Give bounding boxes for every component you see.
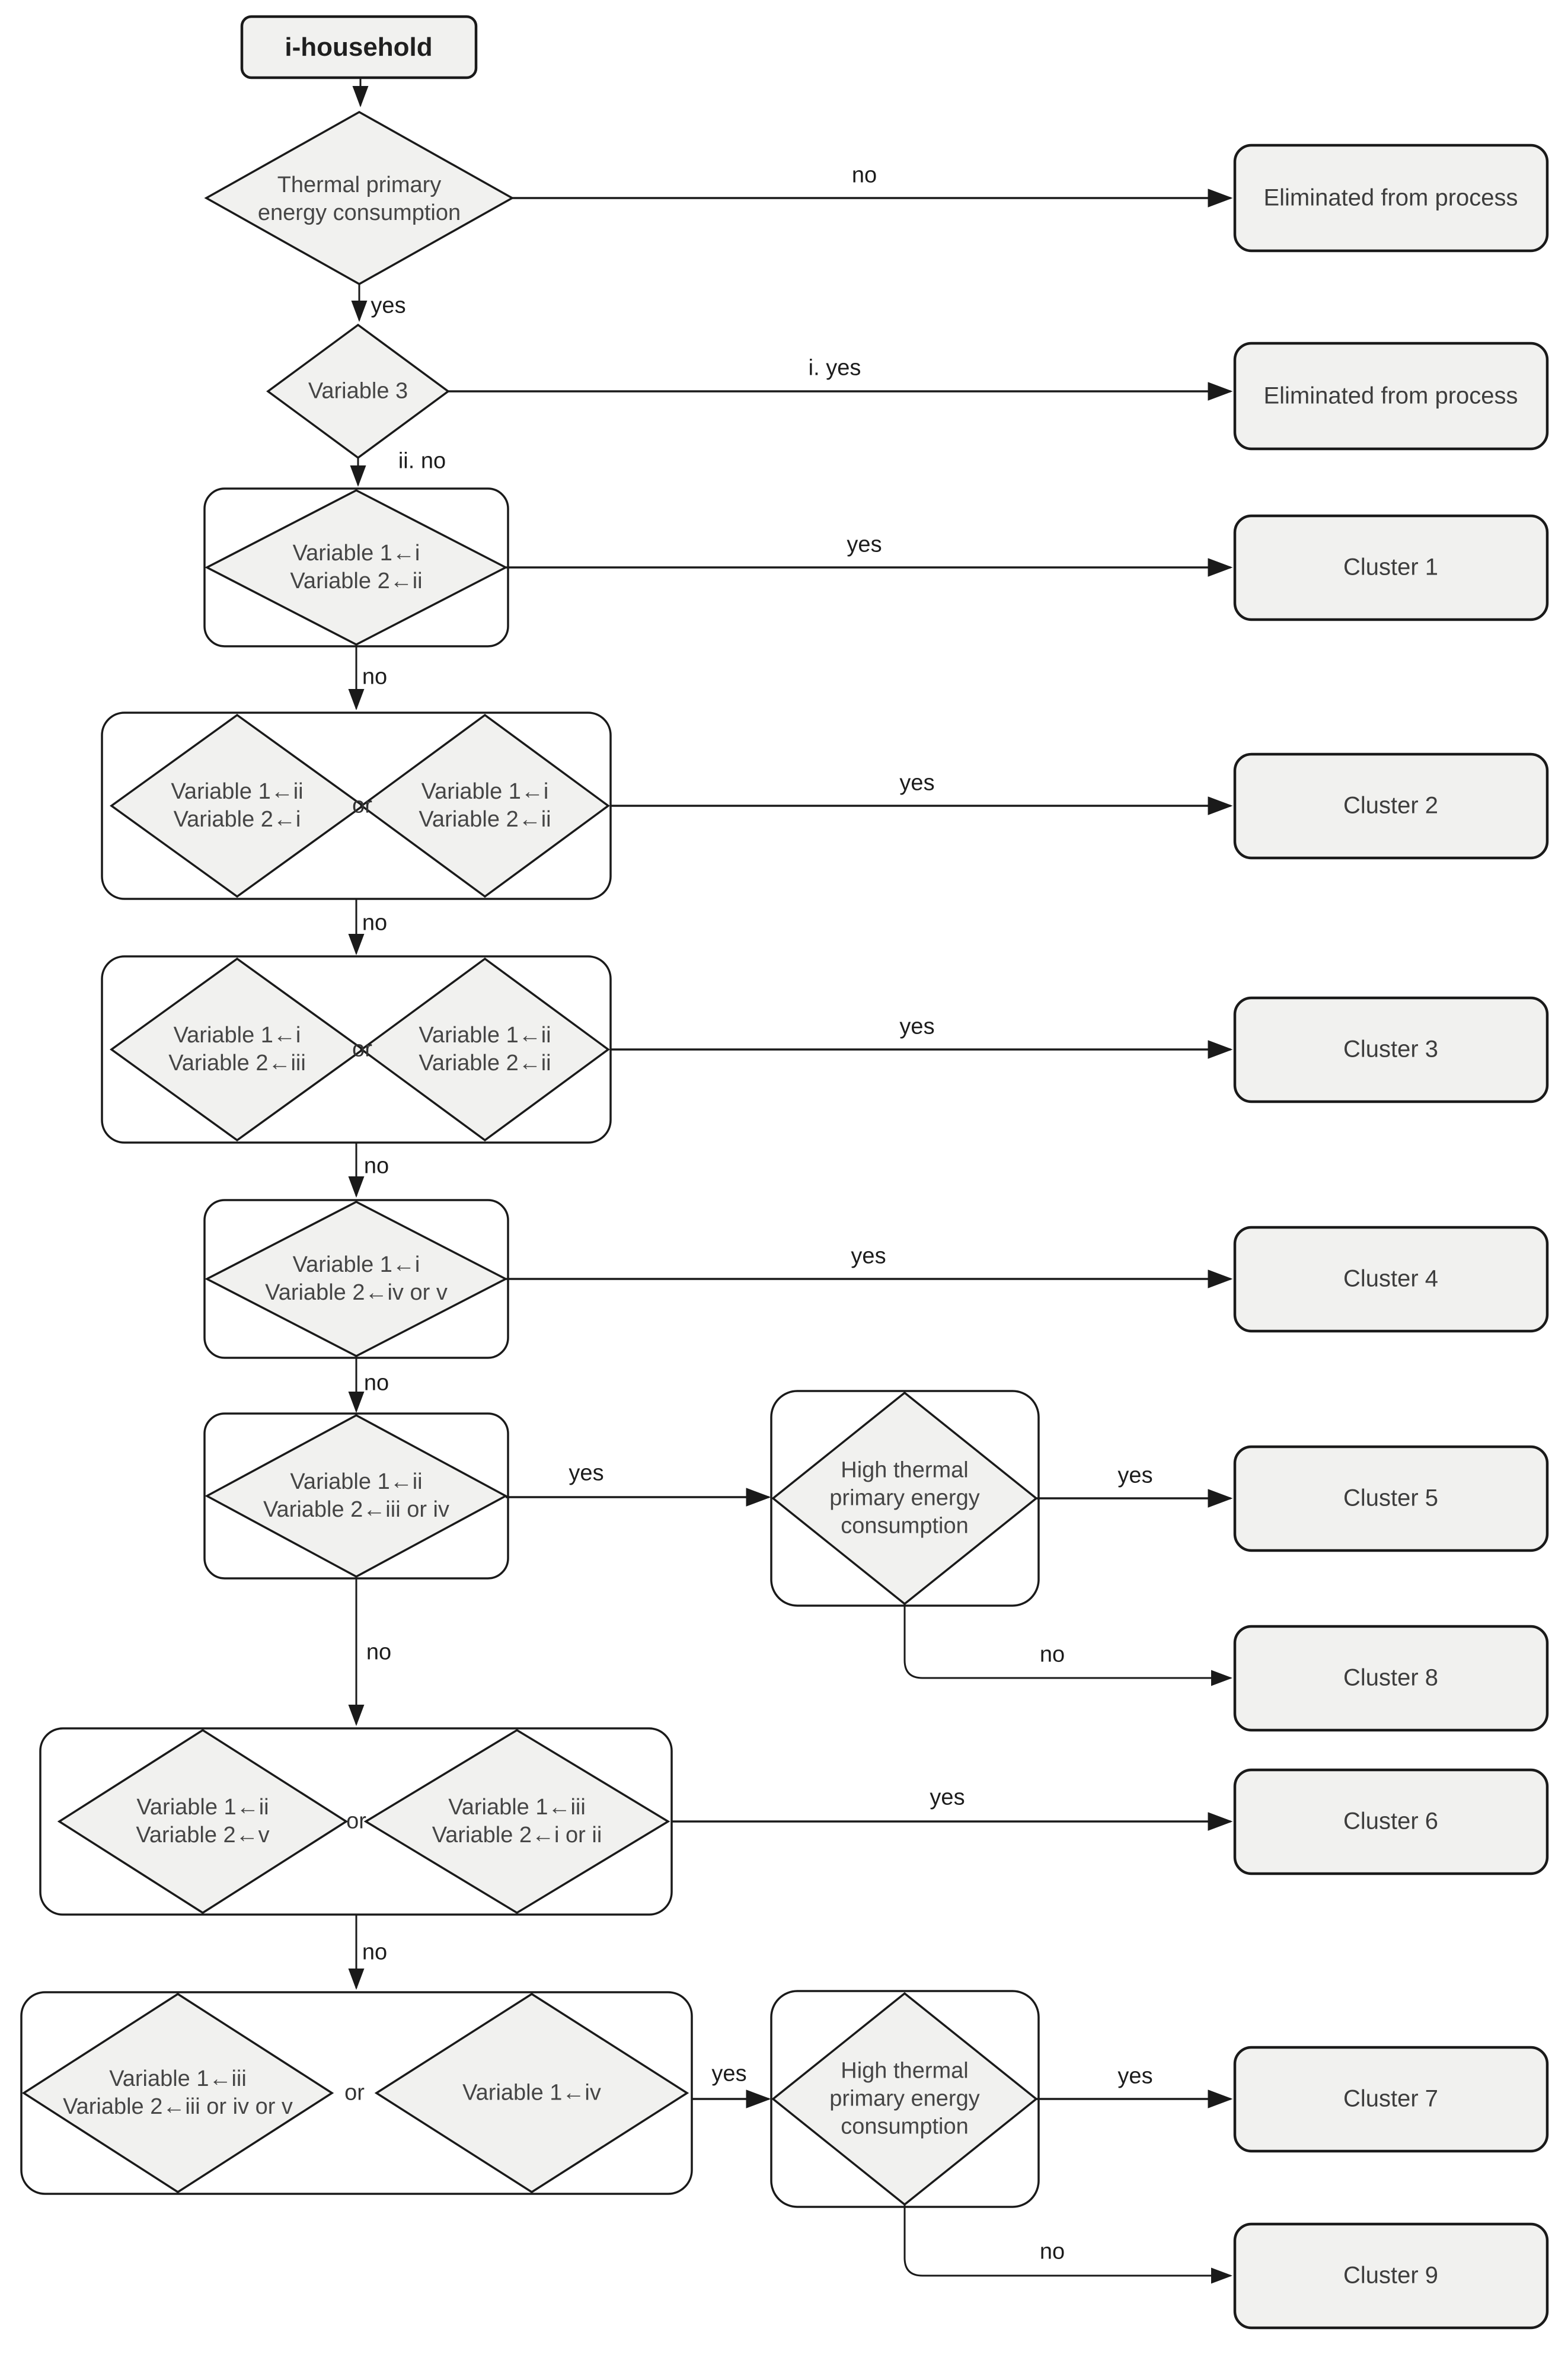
cluster5-label: Cluster 5 bbox=[1343, 1485, 1439, 1511]
edge-label-row3-no: no bbox=[363, 1153, 389, 1179]
decision-r3b bbox=[360, 957, 610, 1142]
edge-label-row7-yes: yes bbox=[711, 2061, 747, 2087]
cluster2-box bbox=[1233, 752, 1549, 860]
cluster3-label: Cluster 3 bbox=[1343, 1036, 1439, 1063]
edge-label-var3-yes: i. yes bbox=[808, 355, 861, 381]
edge-label-row4-no: no bbox=[363, 1370, 389, 1396]
edge-label-row3-yes: yes bbox=[899, 1014, 935, 1039]
decision-r3a-label: Variable 1←i Variable 2←iii bbox=[168, 1023, 306, 1076]
eliminated-box-1-label: Eliminated from process bbox=[1263, 184, 1518, 211]
cluster5-box bbox=[1233, 1445, 1549, 1552]
decision-r6a bbox=[57, 1728, 349, 1915]
decision-r1 bbox=[205, 489, 508, 646]
decision-r6b-label: Variable 1←iii Variable 2←i or ii bbox=[432, 1795, 602, 1848]
edge-label-ht2-yes: yes bbox=[1117, 2063, 1153, 2089]
decision-r4-label: Variable 1←i Variable 2←iv or v bbox=[265, 1252, 448, 1305]
eliminated-box-2-label: Eliminated from process bbox=[1263, 382, 1518, 409]
decision-r6b bbox=[363, 1728, 670, 1915]
edge-label-row6-yes: yes bbox=[930, 1785, 965, 1810]
edge-label-row2-yes: yes bbox=[899, 770, 935, 796]
edge-label-ht1-no: no bbox=[1039, 1642, 1065, 1667]
decision-r4 bbox=[205, 1201, 508, 1357]
cluster1-box bbox=[1233, 514, 1549, 621]
decision-r7a bbox=[21, 1992, 334, 2194]
decision-highthermal-2-label: High thermal primary energy consumption bbox=[829, 2058, 980, 2139]
start-node-label: i-household bbox=[285, 33, 433, 62]
cluster7-box bbox=[1233, 2046, 1549, 2153]
decision-var3 bbox=[266, 323, 450, 460]
edge-label-row2-no: no bbox=[362, 910, 388, 936]
edge-label-ht2-no: no bbox=[1039, 2239, 1065, 2264]
cluster4-label: Cluster 4 bbox=[1343, 1265, 1439, 1292]
cluster2-label: Cluster 2 bbox=[1343, 792, 1439, 819]
edge-label-row5-no: no bbox=[366, 1639, 392, 1665]
decision-highthermal-1 bbox=[771, 1391, 1038, 1606]
edge-label-row6-no: no bbox=[362, 1939, 388, 1965]
decision-r3a bbox=[110, 957, 365, 1142]
decision-r2b bbox=[360, 713, 610, 898]
start-node bbox=[240, 15, 478, 79]
cluster1-label: Cluster 1 bbox=[1343, 554, 1439, 580]
edge-label-ht1-yes: yes bbox=[1117, 1463, 1153, 1488]
decision-r3b-label: Variable 1←ii Variable 2←ii bbox=[419, 1023, 551, 1076]
decision-thermal-label: Thermal primary energy consumption bbox=[257, 173, 461, 225]
cluster9-box bbox=[1233, 2222, 1549, 2330]
cluster7-label: Cluster 7 bbox=[1343, 2085, 1439, 2112]
decision-highthermal-2 bbox=[771, 1992, 1038, 2206]
decision-thermal bbox=[204, 110, 515, 286]
cluster3-box bbox=[1233, 996, 1549, 1103]
edge-label-row1-no: no bbox=[362, 664, 388, 690]
cluster4-box bbox=[1233, 1226, 1549, 1333]
cluster9-label: Cluster 9 bbox=[1343, 2262, 1439, 2289]
cluster6-box bbox=[1233, 1768, 1549, 1875]
or-label-row7: or bbox=[344, 2080, 365, 2105]
edge-label-thermal-no: no bbox=[851, 162, 877, 188]
or-label-row6: or bbox=[346, 1808, 366, 1834]
decision-var3-label: Variable 3 bbox=[308, 378, 408, 404]
eliminated-box-1 bbox=[1233, 143, 1549, 253]
edge-label-var3-no: ii. no bbox=[398, 448, 446, 474]
cluster8-box bbox=[1233, 1625, 1549, 1732]
decision-r1-label: Variable 1←i Variable 2←ii bbox=[290, 541, 423, 594]
edge-label-row4-yes: yes bbox=[851, 1243, 886, 1269]
cluster8-label: Cluster 8 bbox=[1343, 1664, 1439, 1691]
edge-label-row1-yes: yes bbox=[847, 532, 882, 557]
or-label-row3: or bbox=[352, 1036, 372, 1062]
decision-r7a-label: Variable 1←iii Variable 2←iii or iv or v bbox=[63, 2066, 293, 2119]
decision-r5-label: Variable 1←ii Variable 2←iii or iv bbox=[263, 1469, 449, 1522]
decision-r2b-label: Variable 1←i Variable 2←ii bbox=[419, 779, 551, 832]
decision-r2a-label: Variable 1←ii Variable 2←i bbox=[171, 779, 304, 832]
decision-r2a bbox=[110, 713, 365, 898]
edge-ht2-no bbox=[903, 2205, 1232, 2284]
edge-ht1-no bbox=[903, 1604, 1232, 1686]
eliminated-box-2 bbox=[1233, 342, 1549, 451]
edge-label-thermal-yes: yes bbox=[371, 293, 406, 318]
decision-r7b-label: Variable 1←iv bbox=[462, 2080, 601, 2105]
decision-highthermal-1-label: High thermal primary energy consumption bbox=[829, 1457, 980, 1539]
edge-label-row5-yes: yes bbox=[569, 1460, 604, 1486]
cluster6-label: Cluster 6 bbox=[1343, 1808, 1439, 1835]
decision-r5 bbox=[205, 1414, 508, 1578]
or-label-row2: or bbox=[352, 793, 372, 818]
decision-r7b bbox=[374, 1992, 689, 2194]
decision-r6a-label: Variable 1←ii Variable 2←v bbox=[136, 1795, 270, 1848]
